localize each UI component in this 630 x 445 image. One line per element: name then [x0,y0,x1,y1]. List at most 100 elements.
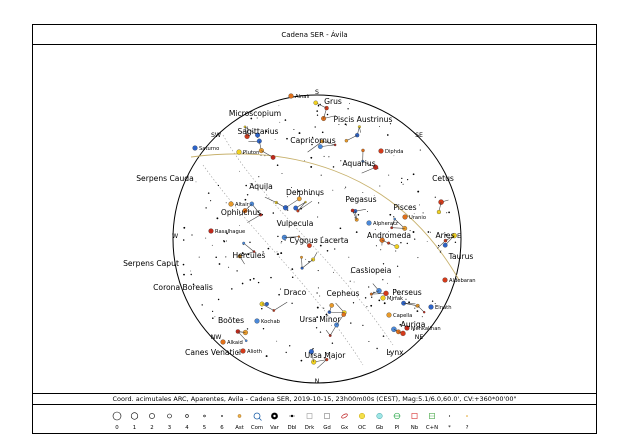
background-star [212,310,214,312]
background-star [379,126,380,128]
background-star [419,204,420,206]
background-star [347,108,349,110]
dark-nebula-icon [306,413,313,419]
bright-star [244,339,248,342]
constellation-line [417,305,425,313]
constellation-label: Aries [435,231,454,240]
star-name-label: Kochab [261,319,281,325]
direction-label: NE [415,334,424,341]
legend-label: Nb [411,425,419,431]
background-star [370,304,373,307]
background-star [365,267,367,269]
background-star [382,279,384,281]
background-star [215,256,217,259]
background-star [440,250,442,252]
background-star [339,227,342,230]
background-star [389,123,392,125]
background-star [225,202,227,204]
background-star [291,187,292,188]
named-star-marker [428,304,434,310]
background-star [293,128,295,131]
background-star [405,298,407,300]
legend-label: Gx [341,425,349,431]
background-star [285,351,287,354]
background-star [252,277,255,280]
bright-star [396,329,401,335]
bright-star [394,244,400,249]
background-star [409,230,411,232]
constellation-line [244,126,258,136]
constellation-line [243,242,255,252]
constellation-line [391,227,405,229]
background-star [366,211,368,213]
direction-label: SW [211,132,221,139]
background-star [245,184,248,187]
constellation-line [297,200,313,212]
background-star [310,193,312,196]
background-star [414,307,416,309]
legend-label: C+N [426,425,438,431]
legend-label: 3 [168,425,171,431]
background-star [291,302,293,304]
background-star [388,351,391,353]
bright-star [329,303,334,308]
named-star-marker [442,277,448,283]
background-star [310,156,313,159]
background-star [408,301,411,304]
background-star [291,268,294,270]
background-star [318,202,320,204]
background-star [278,105,280,107]
background-star [400,242,402,244]
bright-star [242,241,246,245]
background-star [207,192,210,194]
named-star-marker [380,295,386,301]
background-star [319,295,321,297]
comet-icon [253,412,262,421]
star-name-label: Diphda [385,149,404,155]
named-star-marker [402,214,408,220]
background-star [427,231,430,233]
constellation-label: Vulpecula [277,219,314,228]
background-star [412,173,415,176]
background-star [183,226,186,229]
background-star [366,306,368,308]
background-star [326,113,329,116]
background-star [437,244,440,247]
background-star [393,155,395,157]
legend-label: Ast [235,425,244,431]
star-name-label: Elnath [435,305,452,311]
constellation-label: Boötes [218,316,244,325]
background-star [297,190,300,193]
background-star [412,329,415,331]
constellation-label: Taurus [448,252,474,261]
background-star [244,198,247,201]
background-star [249,241,251,244]
named-star-marker [404,325,410,331]
background-star [211,244,213,246]
constellation-line [251,203,261,215]
constellation-label: Piscis Austrinus [334,115,393,124]
constellation-label: Grus [324,97,342,106]
background-star [183,273,185,276]
background-star [217,298,220,301]
bright-star [423,311,426,314]
background-star [316,292,318,294]
chart-title: Cadena SER - Ávila [33,25,596,45]
star-name-label: Pluton [243,150,259,156]
constellation-figure [369,283,389,297]
background-star [350,322,352,324]
constellation-figure [237,241,256,265]
bright-star [300,255,303,259]
legend-label: Gd [323,425,331,431]
constellation-label: Andromeda [367,231,411,240]
background-star [344,188,346,190]
background-star [393,216,395,218]
star-icon [448,415,451,417]
constellation-line [362,160,376,168]
constellation-label: Pegasus [345,195,376,204]
constellation-label: Aquarius [342,159,375,168]
background-star [396,265,399,267]
constellation-line [301,257,303,269]
background-star [357,214,360,216]
magnitude-3-icon [167,413,172,419]
